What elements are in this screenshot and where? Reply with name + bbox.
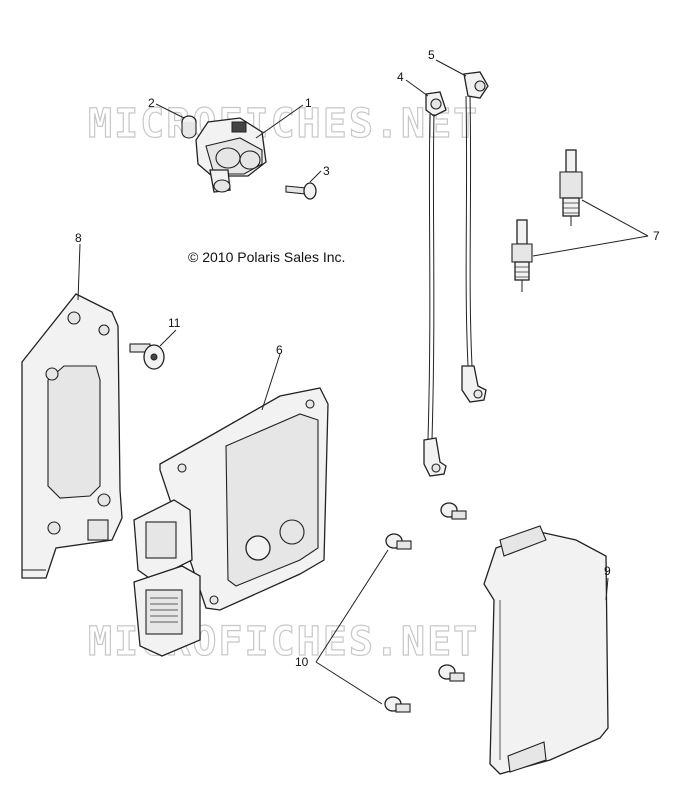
callout-5: 5 bbox=[428, 48, 435, 62]
ecu-bracket bbox=[21, 293, 123, 579]
coil-screw bbox=[285, 182, 317, 200]
bracket-bolt bbox=[129, 343, 165, 370]
callout-10: 10 bbox=[295, 655, 309, 669]
cover-bolt-2 bbox=[385, 533, 412, 550]
callout-9: 9 bbox=[604, 564, 611, 578]
spark-plug-wire-left bbox=[423, 91, 447, 477]
cover-bolt-1 bbox=[440, 502, 467, 520]
ecu-cover bbox=[483, 525, 609, 775]
callout-3: 3 bbox=[323, 164, 330, 178]
callout-6: 6 bbox=[276, 343, 283, 357]
coil-sleeve bbox=[181, 115, 197, 139]
callout-2: 2 bbox=[148, 96, 155, 110]
watermark-top: MICROFICHES.NET bbox=[88, 101, 479, 147]
spark-plug-upper bbox=[559, 149, 583, 226]
callout-8: 8 bbox=[75, 231, 82, 245]
leader-lines bbox=[77, 59, 649, 705]
callout-4: 4 bbox=[397, 70, 404, 84]
callout-11: 11 bbox=[168, 316, 181, 330]
copyright-text: © 2010 Polaris Sales Inc. bbox=[188, 249, 345, 265]
callout-7: 7 bbox=[653, 229, 660, 243]
spark-plug-lower bbox=[511, 219, 533, 292]
cover-bolt-3 bbox=[438, 664, 465, 682]
ignition-coil bbox=[195, 117, 267, 193]
ecu-module bbox=[133, 387, 329, 657]
spark-plug-wire-right bbox=[461, 71, 489, 403]
cover-bolt-4 bbox=[384, 696, 411, 713]
callout-1: 1 bbox=[305, 96, 312, 110]
